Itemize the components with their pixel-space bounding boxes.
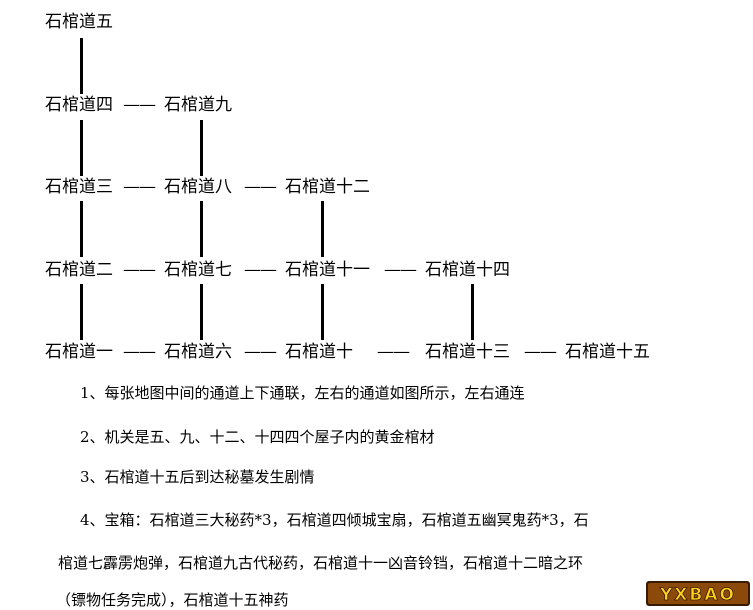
connector-13-15: —— bbox=[524, 342, 557, 362]
room-15: 石棺道十五 bbox=[565, 342, 650, 362]
note-4-line-1: 4、宝箱：石棺道三大秘药*3，石棺道四倾城宝扇，石棺道五幽冥鬼药*3，石 bbox=[80, 511, 589, 529]
connector-1-6: —— bbox=[123, 342, 156, 362]
connector-7-11: —— bbox=[244, 260, 277, 280]
room-10: 石棺道十 bbox=[285, 342, 353, 362]
link-12-11 bbox=[321, 201, 324, 257]
note-1: 1、每张地图中间的通道上下通联，左右的通道如图所示，左右通连 bbox=[80, 384, 525, 402]
link-8-7 bbox=[200, 201, 203, 257]
connector-4-9: —— bbox=[123, 95, 156, 115]
link-9-8 bbox=[200, 120, 203, 176]
room-4: 石棺道四 bbox=[45, 95, 113, 115]
note-4-line-2: 棺道七霹雳炮弹，石棺道九古代秘药，石棺道十一凶音铃铛，石棺道十二暗之环 bbox=[58, 554, 584, 572]
room-11: 石棺道十一 bbox=[285, 260, 370, 280]
site-logo: YXBAO bbox=[646, 581, 750, 606]
note-4-line-3: （镖物任务完成），石棺道十五神药 bbox=[56, 591, 289, 609]
room-1: 石棺道一 bbox=[45, 342, 113, 362]
connector-8-12: —— bbox=[244, 177, 277, 197]
svg-text:YXBAO: YXBAO bbox=[659, 585, 736, 605]
link-7-6 bbox=[200, 284, 203, 340]
connector-6-10: —— bbox=[244, 342, 277, 362]
connector-3-8: —— bbox=[123, 177, 156, 197]
link-2-1 bbox=[80, 284, 83, 340]
room-2: 石棺道二 bbox=[45, 260, 113, 280]
room-8: 石棺道八 bbox=[164, 177, 232, 197]
room-6: 石棺道六 bbox=[164, 342, 232, 362]
link-4-3 bbox=[80, 120, 83, 176]
link-14-13 bbox=[471, 284, 474, 340]
room-7: 石棺道七 bbox=[164, 260, 232, 280]
room-5: 石棺道五 bbox=[45, 12, 113, 32]
room-9: 石棺道九 bbox=[164, 95, 232, 115]
room-3: 石棺道三 bbox=[45, 177, 113, 197]
note-2: 2、机关是五、九、十二、十四四个屋子内的黄金棺材 bbox=[80, 428, 435, 446]
link-3-2 bbox=[80, 201, 83, 257]
room-12: 石棺道十二 bbox=[285, 177, 370, 197]
room-14: 石棺道十四 bbox=[425, 260, 510, 280]
link-5-4 bbox=[80, 38, 83, 94]
link-11-10 bbox=[321, 284, 324, 340]
connector-11-14: —— bbox=[384, 260, 417, 280]
room-13: 石棺道十三 bbox=[425, 342, 510, 362]
note-3: 3、石棺道十五后到达秘墓发生剧情 bbox=[80, 468, 315, 486]
connector-10-13: —— bbox=[377, 342, 410, 362]
connector-2-7: —— bbox=[123, 260, 156, 280]
